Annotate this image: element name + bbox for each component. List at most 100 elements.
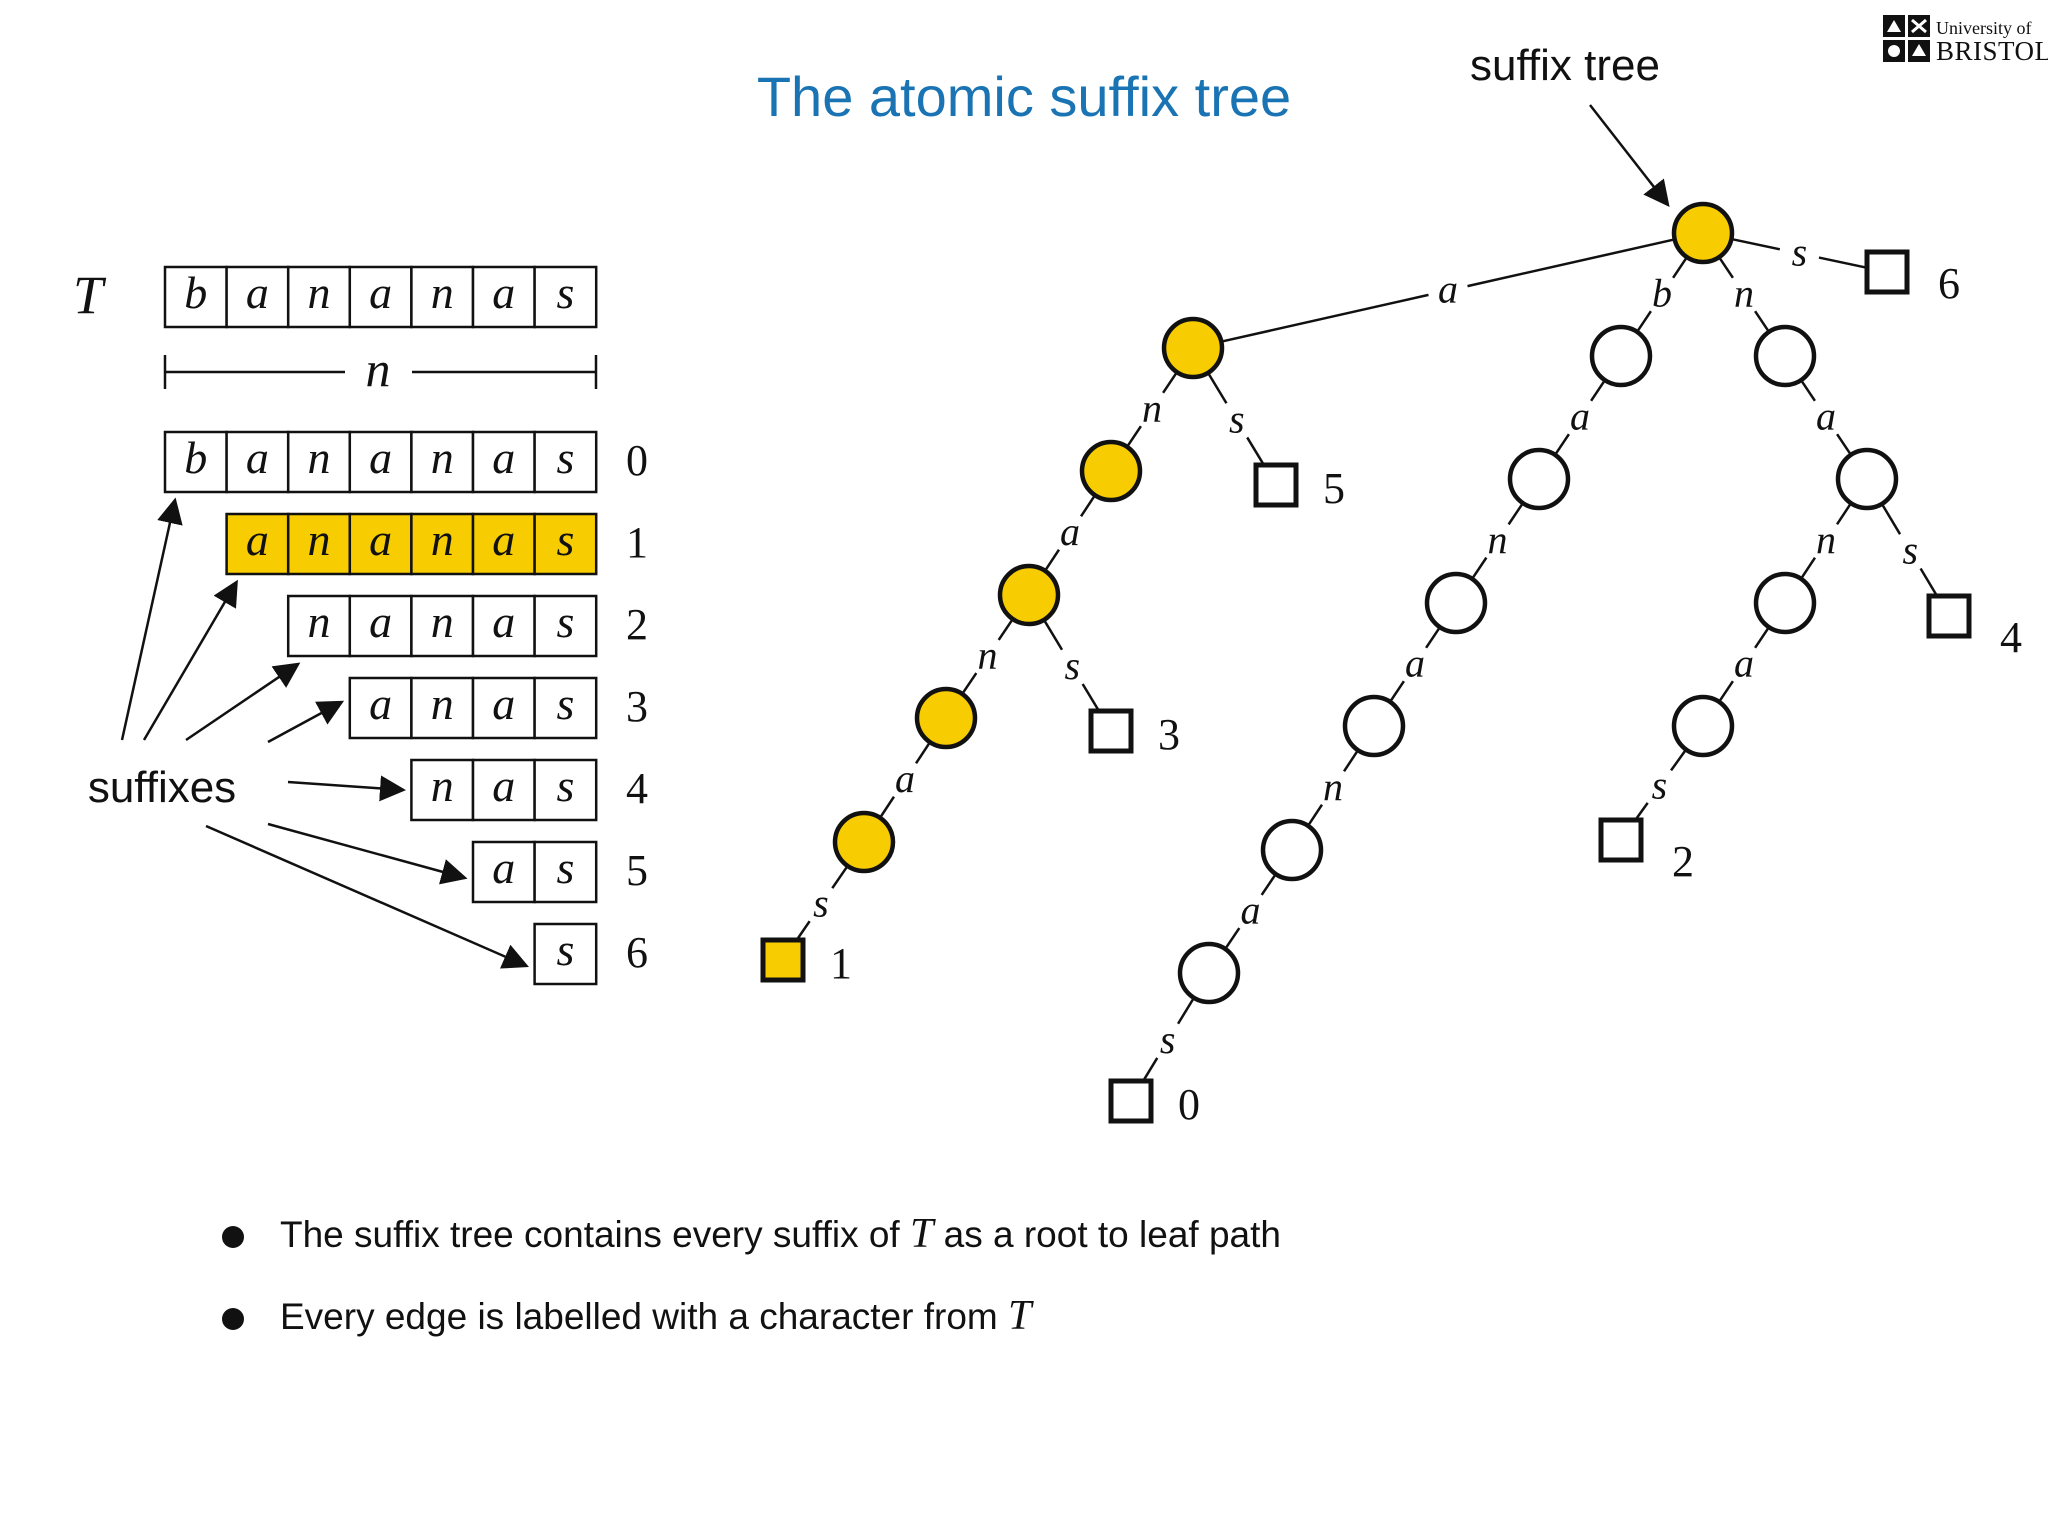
leaf-label: 2 — [1672, 837, 1694, 886]
length-bracket: n — [163, 341, 598, 397]
text-string-char: n — [308, 267, 331, 318]
suffix-cell — [410, 594, 475, 658]
tree-edge: a — [1555, 381, 1605, 454]
suffix-char: s — [556, 760, 574, 811]
tree-edge: n — [1127, 373, 1177, 446]
suffix-char: a — [246, 514, 269, 565]
suffix-arrow — [287, 775, 406, 802]
edge-label: s — [1160, 1017, 1176, 1062]
tree-node — [1177, 941, 1241, 1005]
tree-node — [1753, 324, 1817, 388]
suffix-cell — [410, 430, 475, 494]
suffix-arrow — [142, 579, 238, 741]
edge-label: n — [1488, 517, 1508, 562]
suffix-cell — [533, 840, 598, 904]
suffix-arrow — [267, 822, 468, 885]
edge-label: n — [1734, 271, 1754, 316]
edge-label: n — [1816, 517, 1836, 562]
university-logo: University of BRISTOL — [1882, 14, 2048, 68]
suffix-tree-label: suffix tree — [1470, 41, 1660, 90]
suffix-char: n — [431, 760, 454, 811]
suffix-index: 4 — [626, 764, 648, 813]
suffix-char: a — [369, 596, 392, 647]
tree-edge: s — [1141, 998, 1194, 1083]
edge-label: s — [1229, 396, 1245, 441]
suffix-index: 1 — [626, 518, 648, 567]
bullet-text-part: as a root to leaf path — [933, 1214, 1281, 1255]
tree-node — [1589, 324, 1653, 388]
tree-node — [832, 810, 896, 874]
edge-label: s — [1903, 527, 1919, 572]
suffix-char: s — [556, 924, 574, 975]
text-string-label: T — [73, 265, 107, 325]
logo-text-line1: University of — [1936, 18, 2032, 38]
tree-edge: s — [1043, 620, 1101, 713]
suffix-char: n — [431, 432, 454, 483]
bullet-text-part: Every edge is labelled with a character … — [280, 1296, 1009, 1337]
tree-node — [1260, 818, 1324, 882]
edge-label: a — [1241, 888, 1261, 933]
suffix-cell — [348, 512, 413, 576]
suffix-char: a — [369, 678, 392, 729]
tree-edge: s — [1207, 373, 1266, 467]
suffix-tree-arrow — [1589, 104, 1670, 208]
bullet-math: T — [1008, 1293, 1032, 1339]
bullet-dot-icon — [222, 1308, 244, 1330]
suffix-arrow — [185, 662, 301, 742]
suffix-char: s — [556, 596, 574, 647]
leaf-label: 1 — [830, 939, 852, 988]
suffix-char: a — [492, 842, 515, 893]
suffix-cell — [471, 758, 536, 822]
edge-label: a — [895, 756, 915, 801]
suffix-char: a — [492, 432, 515, 483]
suffix-char: a — [369, 432, 392, 483]
suffix-cell — [471, 594, 536, 658]
tree-node — [1079, 439, 1143, 503]
edge-label: a — [1734, 641, 1754, 686]
edge-label: a — [1060, 509, 1080, 554]
suffix-cell — [410, 676, 475, 740]
suffix-index: 5 — [626, 846, 648, 895]
tree-node — [914, 686, 978, 750]
tree-edge: a — [880, 743, 930, 817]
logo-text-line2: BRISTOL — [1936, 36, 2048, 66]
edge-label: a — [1816, 394, 1836, 439]
suffix-char: n — [431, 678, 454, 729]
suffix-tree-callout: suffix tree — [1470, 41, 1670, 208]
crest-icon — [1883, 15, 1930, 62]
tree-node — [1424, 571, 1488, 635]
suffix-char: b — [184, 432, 207, 483]
suffix-char: a — [492, 514, 515, 565]
bullet-math: T — [910, 1211, 934, 1257]
suffix-cell — [533, 922, 598, 986]
edge-label: s — [813, 881, 829, 926]
tree-edge: n — [1308, 751, 1358, 825]
bullet-text-part: The suffix tree contains every suffix of — [280, 1214, 910, 1255]
suffix-char: n — [308, 596, 331, 647]
edge-label: b — [1652, 271, 1672, 316]
edge-label: s — [1652, 763, 1668, 808]
suffix-cell — [533, 758, 598, 822]
suffix-char: n — [431, 514, 454, 565]
suffix-index: 2 — [626, 600, 648, 649]
tree-edge: b — [1637, 258, 1687, 331]
text-string-cell — [533, 265, 598, 329]
tree-leaf: 2 — [1598, 817, 1694, 886]
suffix-cell — [533, 512, 598, 576]
edge-label: s — [1065, 643, 1081, 688]
tree-leaf: 1 — [760, 937, 852, 988]
suffix-char: n — [308, 432, 331, 483]
edge-label: a — [1438, 267, 1458, 312]
suffix-cell — [471, 430, 536, 494]
slide-title: The atomic suffix tree — [756, 65, 1292, 128]
tree-edge: s — [1733, 229, 1866, 274]
tree-edge: a — [1222, 238, 1674, 343]
tree-edge: s — [1881, 504, 1939, 598]
